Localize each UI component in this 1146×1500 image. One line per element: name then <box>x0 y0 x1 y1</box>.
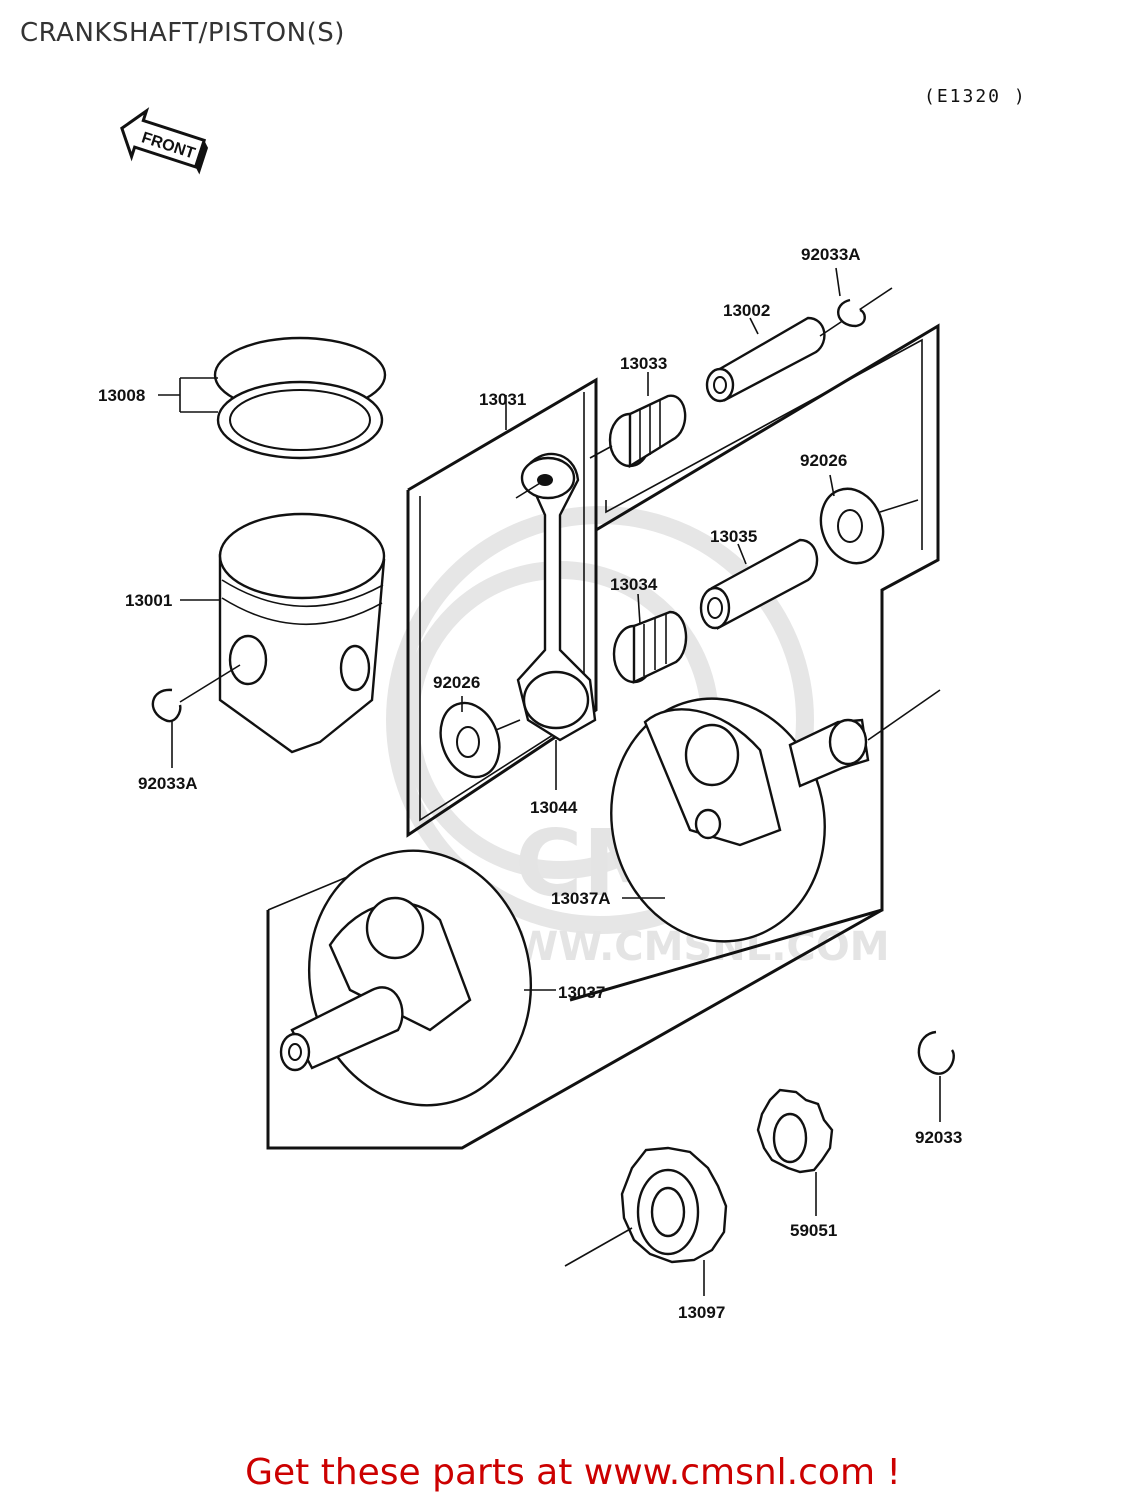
label-13035: 13035 <box>710 527 757 546</box>
connecting-rod <box>505 395 597 790</box>
piston-pin <box>705 287 893 403</box>
label-13002: 13002 <box>723 301 770 320</box>
label-92033: 92033 <box>915 1128 962 1147</box>
label-13001: 13001 <box>125 591 172 610</box>
circlip-92033 <box>917 1030 955 1122</box>
label-13037A: 13037A <box>551 889 611 908</box>
label-92026-right: 92026 <box>800 451 847 470</box>
label-13008: 13008 <box>98 386 145 405</box>
label-92033A-right: 92033A <box>801 245 861 264</box>
crank-half-left <box>279 849 556 1107</box>
thrust-washer-right <box>819 474 919 565</box>
piston-rings <box>158 336 387 460</box>
label-13044: 13044 <box>530 798 578 817</box>
label-13034: 13034 <box>610 575 658 594</box>
label-92033A-left: 92033A <box>138 774 198 793</box>
label-13033: 13033 <box>620 354 667 373</box>
small-end-bearing <box>589 372 687 469</box>
left-circlip <box>151 664 241 768</box>
label-13031: 13031 <box>479 390 526 409</box>
thrust-washer-left <box>439 696 521 779</box>
big-end-bearing <box>612 593 688 684</box>
footer-link[interactable]: Get these parts at www.cmsnl.com ! <box>245 1452 901 1493</box>
piston <box>180 512 386 754</box>
label-92026-left: 92026 <box>433 673 480 692</box>
crank-pin <box>699 538 819 630</box>
crank-half-right <box>610 689 941 943</box>
right-circlip <box>835 267 866 328</box>
gear-13097 <box>564 1146 728 1296</box>
diagram-code: (E1320 ) <box>924 86 1027 107</box>
label-13097: 13097 <box>678 1303 725 1322</box>
front-arrow-icon: FRONT <box>120 107 209 175</box>
label-59051: 59051 <box>790 1221 837 1240</box>
label-13037: 13037 <box>558 983 605 1002</box>
assembly-outline <box>266 323 940 1150</box>
exploded-parts-diagram: CMS WWW.CMSNL.COM FRONT <box>98 107 962 1322</box>
gear-59051 <box>756 1088 834 1216</box>
page-title: CRANKSHAFT/PISTON(S) <box>20 18 345 48</box>
